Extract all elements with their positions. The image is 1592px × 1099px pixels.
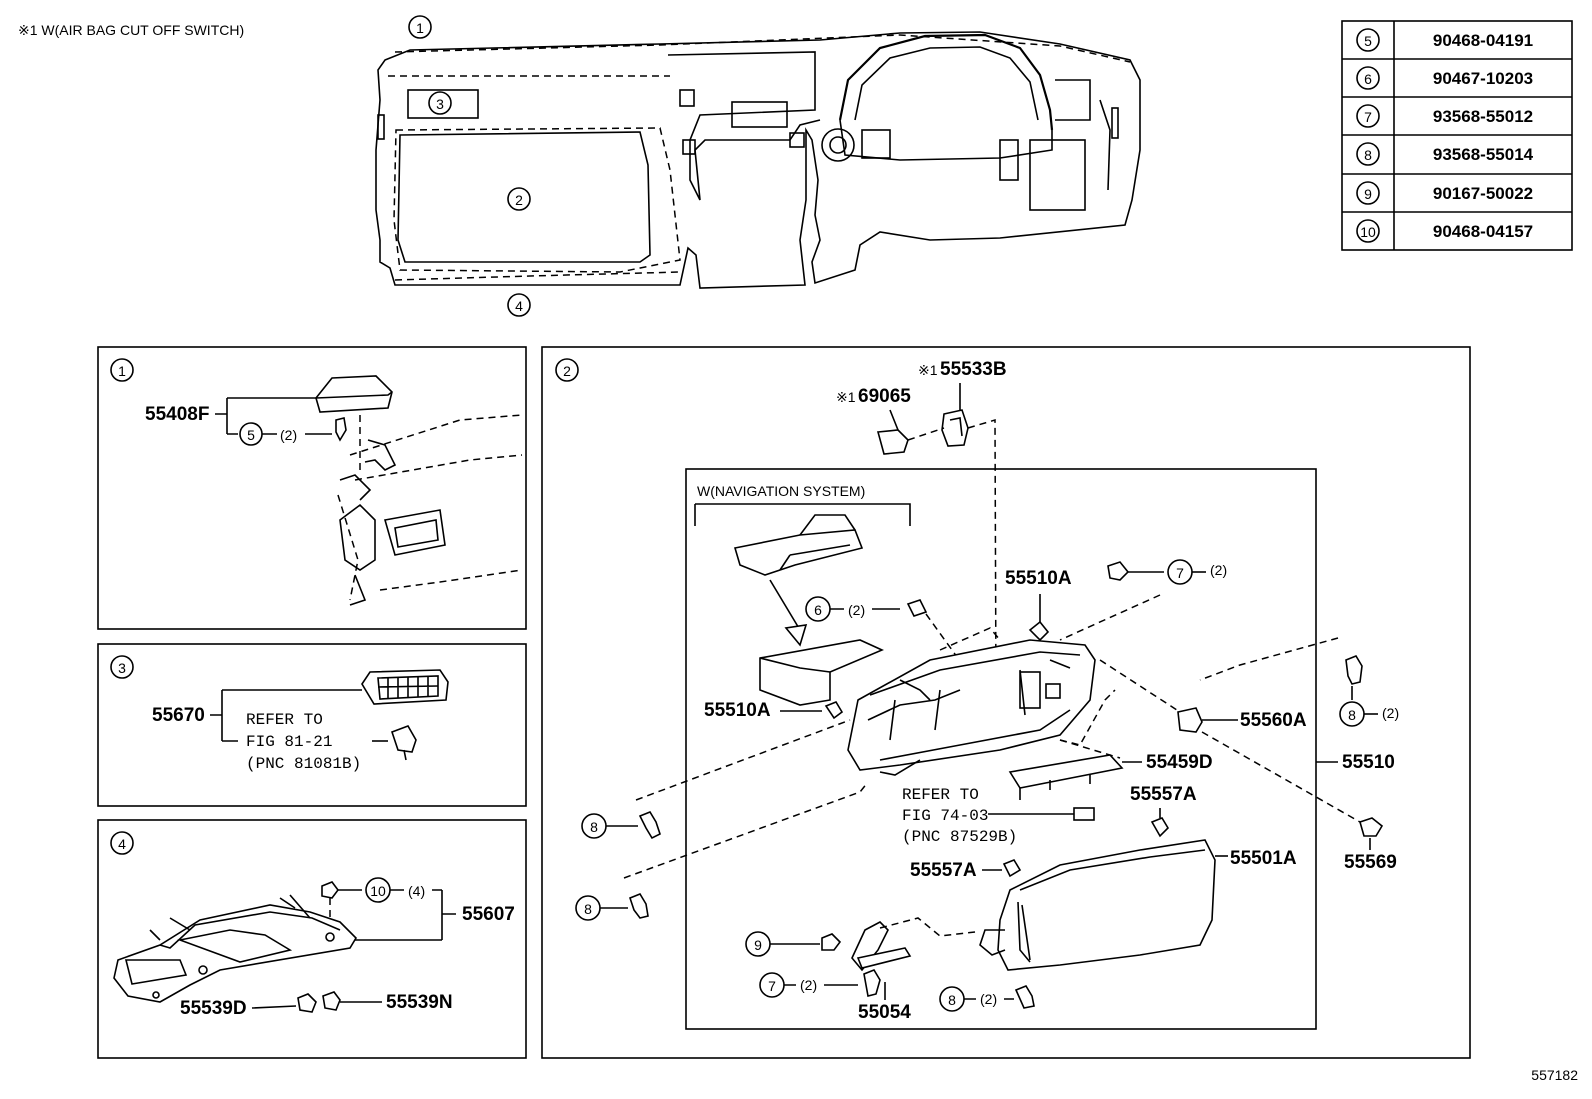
qty-label: (2): [1382, 705, 1399, 721]
figure-number: 557182: [1531, 1067, 1578, 1083]
panel-2-id: 2: [563, 363, 571, 379]
callout-8: 8: [584, 901, 592, 917]
part-55510A-label: 55510A: [1005, 568, 1072, 589]
table-row: 9 90167-50022: [1356, 181, 1533, 205]
refer-line-3: (PNC 81081B): [246, 755, 361, 773]
refer-line-2: FIG 74-03: [902, 807, 988, 825]
callout-5: 5: [247, 427, 255, 443]
callout-9: 9: [754, 937, 762, 953]
table-part-number: 90467-10203: [1433, 69, 1533, 88]
table-ref: 10: [1360, 224, 1376, 240]
part-55459D-label: 55459D: [1146, 752, 1213, 773]
panel-1: 1 55408F 5 (2): [97, 346, 527, 630]
refer-line-1: REFER TO: [902, 786, 979, 804]
qty-label: (2): [280, 427, 297, 443]
callout-8: 8: [1348, 707, 1356, 723]
table-part-number: 90468-04191: [1433, 31, 1533, 50]
airbag-note: ※1 W(AIR BAG CUT OFF SWITCH): [18, 22, 244, 38]
table-part-number: 90167-50022: [1433, 184, 1533, 203]
table-part-number: 93568-55012: [1433, 107, 1533, 126]
parts-table: 5 90468-04191 6 90467-10203 7 93568-5501…: [1341, 20, 1573, 251]
refer-line-3: (PNC 87529B): [902, 828, 1017, 846]
callout-8: 8: [590, 819, 598, 835]
panel-3: 3 55670 REFER TO FIG 81-21 (PNC 81081B): [97, 643, 527, 807]
part-55569-label: 55569: [1344, 852, 1397, 873]
panel-4-id: 4: [118, 836, 126, 852]
callout-4: 4: [515, 298, 523, 314]
dashboard-overview: [375, 31, 1141, 289]
table-ref: 9: [1364, 186, 1372, 202]
refer-line-1: REFER TO: [246, 711, 323, 729]
table-row: 8 93568-55014: [1356, 142, 1534, 166]
part-55539N-label: 55539N: [386, 992, 453, 1013]
table-ref: 5: [1364, 33, 1372, 49]
part-55607-label: 55607: [462, 904, 515, 925]
panel-1-id: 1: [118, 363, 126, 379]
table-ref: 8: [1364, 147, 1372, 163]
part-69065-label: 69065: [858, 386, 911, 407]
table-part-number: 93568-55014: [1433, 145, 1534, 164]
table-row: 7 93568-55012: [1356, 104, 1533, 128]
part-55501A-label: 55501A: [1230, 848, 1297, 869]
callout-1: 1: [416, 20, 424, 36]
panel-2: 2 ※1 55533B ※1 69065 W(NAVIGATION SYSTEM…: [541, 346, 1471, 1059]
table-row: 6 90467-10203: [1356, 66, 1533, 90]
airbag-mark: ※1: [918, 362, 938, 378]
part-55533B-label: 55533B: [940, 359, 1007, 380]
refer-line-2: FIG 81-21: [246, 733, 332, 751]
part-55557A-label: 55557A: [1130, 784, 1197, 805]
nav-system-label: W(NAVIGATION SYSTEM): [697, 483, 865, 499]
table-ref: 6: [1364, 71, 1372, 87]
qty-label: (2): [848, 602, 865, 618]
callout-3: 3: [436, 96, 444, 112]
overview-callouts: 1 2 3 4: [408, 15, 531, 317]
part-55510A-label: 55510A: [704, 700, 771, 721]
part-55560A-label: 55560A: [1240, 710, 1307, 731]
part-55670-label: 55670: [152, 705, 205, 726]
table-row: 10 90468-04157: [1356, 219, 1533, 243]
qty-label: (2): [1210, 562, 1227, 578]
callout-7: 7: [1176, 565, 1184, 581]
table-part-number: 90468-04157: [1433, 222, 1533, 241]
part-55510-label: 55510: [1342, 752, 1395, 773]
part-55539D-label: 55539D: [180, 998, 247, 1019]
qty-label: (4): [408, 883, 425, 899]
table-ref: 7: [1364, 109, 1372, 125]
qty-label: (2): [800, 977, 817, 993]
callout-7: 7: [768, 978, 776, 994]
callout-6: 6: [814, 602, 822, 618]
panel-3-id: 3: [118, 660, 126, 676]
airbag-mark: ※1: [836, 389, 856, 405]
callout-8: 8: [948, 992, 956, 1008]
part-55408F-label: 55408F: [145, 404, 209, 425]
table-row: 5 90468-04191: [1356, 28, 1533, 52]
part-55557A-label: 55557A: [910, 860, 977, 881]
part-55054-label: 55054: [858, 1002, 911, 1023]
qty-label: (2): [980, 991, 997, 1007]
callout-10: 10: [370, 883, 386, 899]
callout-2: 2: [515, 192, 523, 208]
panel-4: 4 10 (4) 55607 55539D 55539N: [97, 819, 527, 1059]
